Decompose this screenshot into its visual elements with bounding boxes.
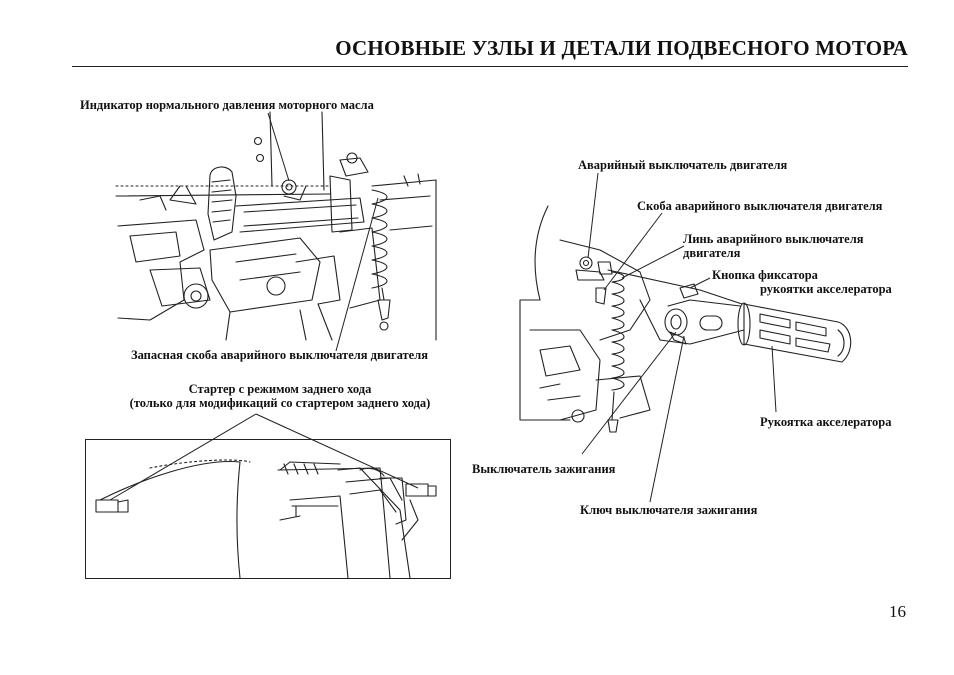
engine-left-illustration: [115, 111, 437, 341]
page-number: 16: [889, 602, 906, 621]
label-starter-line1: Стартер с режимом заднего хода: [188, 382, 372, 396]
label-starter-line2: (только для модификаций со стартером зад…: [129, 396, 431, 410]
starter-inset-frame: [85, 439, 451, 579]
label-ignition-key: Ключ выключателя зажигания: [580, 503, 758, 517]
label-lanyard-line1: Линь аварийного выключателя: [683, 232, 864, 246]
label-lock-button-line2: рукоятки акселератора: [760, 282, 892, 296]
label-emergency-clip: Скоба аварийного выключателя двигателя: [637, 199, 883, 213]
label-starter: Стартер с режимом заднего хода (только д…: [108, 382, 452, 410]
label-oil-indicator: Индикатор нормального давления моторного…: [80, 98, 374, 112]
leader-lines: [109, 112, 777, 503]
label-lock-button-line1: Кнопка фиксатора: [712, 268, 818, 282]
label-throttle-grip: Рукоятка акселератора: [760, 415, 892, 429]
label-emergency-switch: Аварийный выключатель двигателя: [578, 158, 788, 172]
label-lanyard: Линь аварийного выключателя двигателя: [683, 232, 864, 260]
label-lock-button: Кнопка фиксатора рукоятки акселератора: [712, 268, 892, 296]
label-ignition-switch: Выключатель зажигания: [472, 462, 616, 476]
tiller-right-illustration: [519, 205, 852, 433]
title-rule: [72, 66, 908, 67]
label-spare-clip: Запасная скоба аварийного выключателя дв…: [131, 348, 428, 362]
label-lanyard-line2: двигателя: [683, 246, 741, 260]
page-title: ОСНОВНЫЕ УЗЛЫ И ДЕТАЛИ ПОДВЕСНОГО МОТОРА: [335, 36, 908, 60]
